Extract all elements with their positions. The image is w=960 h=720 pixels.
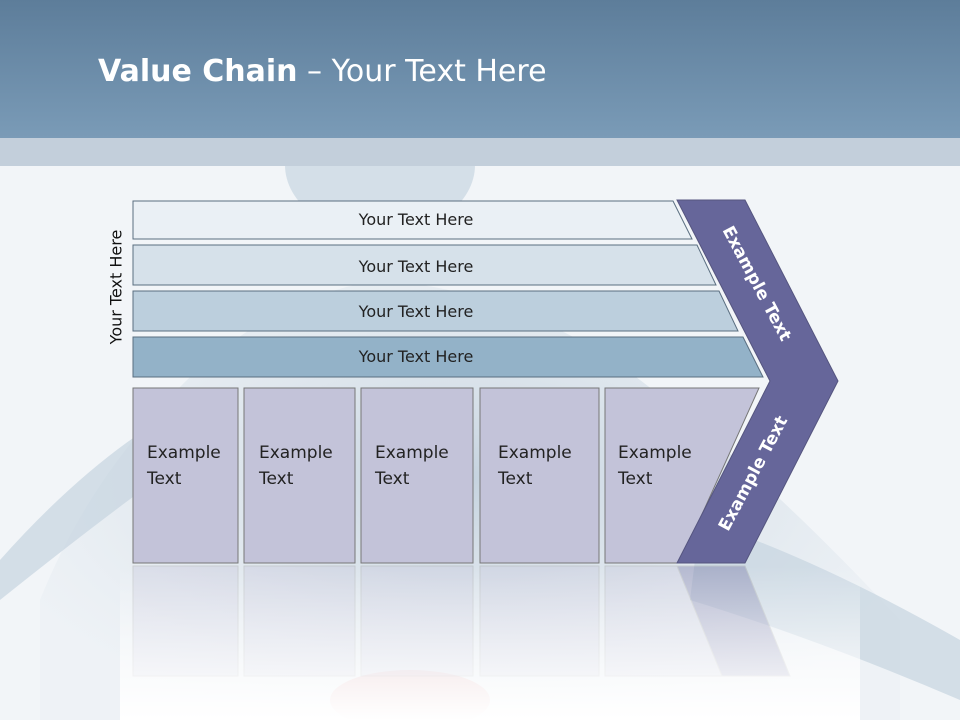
- primary-box-line2: Text: [617, 469, 653, 489]
- support-row: Your Text Here: [132, 200, 693, 240]
- page-title: Value Chain – Your Text Here: [98, 54, 547, 89]
- primary-box-line1: Example: [259, 443, 333, 463]
- support-row-label-3: Your Text Here: [358, 302, 474, 321]
- title-bold: Value Chain: [98, 54, 298, 89]
- support-row: Your Text Here: [132, 336, 764, 378]
- support-row-label-1: Your Text Here: [358, 210, 474, 229]
- primary-box-line2: Text: [497, 469, 533, 489]
- margin-chevron-arrow: [676, 199, 839, 564]
- primary-box-shape-1: [132, 387, 239, 564]
- support-row: Your Text Here: [132, 290, 739, 332]
- support-row: Your Text Here: [132, 244, 717, 286]
- primary-box-line2: Text: [146, 469, 182, 489]
- primary-box-line2: Text: [374, 469, 410, 489]
- primary-box: Example Text: [243, 387, 356, 564]
- header-bar: [0, 0, 960, 138]
- support-row-label-2: Your Text Here: [358, 257, 474, 276]
- primary-box-line1: Example: [375, 443, 449, 463]
- support-row-shape-2: [132, 244, 717, 286]
- primary-box-shape-4: [479, 387, 600, 564]
- support-row-shape-3: [132, 290, 739, 332]
- primary-box: Example Text: [360, 387, 474, 564]
- support-row-label-4: Your Text Here: [358, 347, 474, 366]
- primary-box-line1: Example: [618, 443, 692, 463]
- side-label: Your Text Here: [106, 229, 126, 345]
- header-divider-strip: [0, 138, 960, 166]
- primary-box: Example Text: [604, 387, 760, 564]
- primary-box-line1: Example: [147, 443, 221, 463]
- support-row-shape-4: [132, 336, 764, 378]
- primary-box-line2: Text: [258, 469, 294, 489]
- primary-box-shape-3: [360, 387, 474, 564]
- title-rest: – Your Text Here: [297, 54, 547, 89]
- primary-box: Example Text: [479, 387, 600, 564]
- primary-box-line1: Example: [498, 443, 572, 463]
- primary-box-shape-2: [243, 387, 356, 564]
- support-row-shape-1: [132, 200, 693, 240]
- primary-box: Example Text: [132, 387, 239, 564]
